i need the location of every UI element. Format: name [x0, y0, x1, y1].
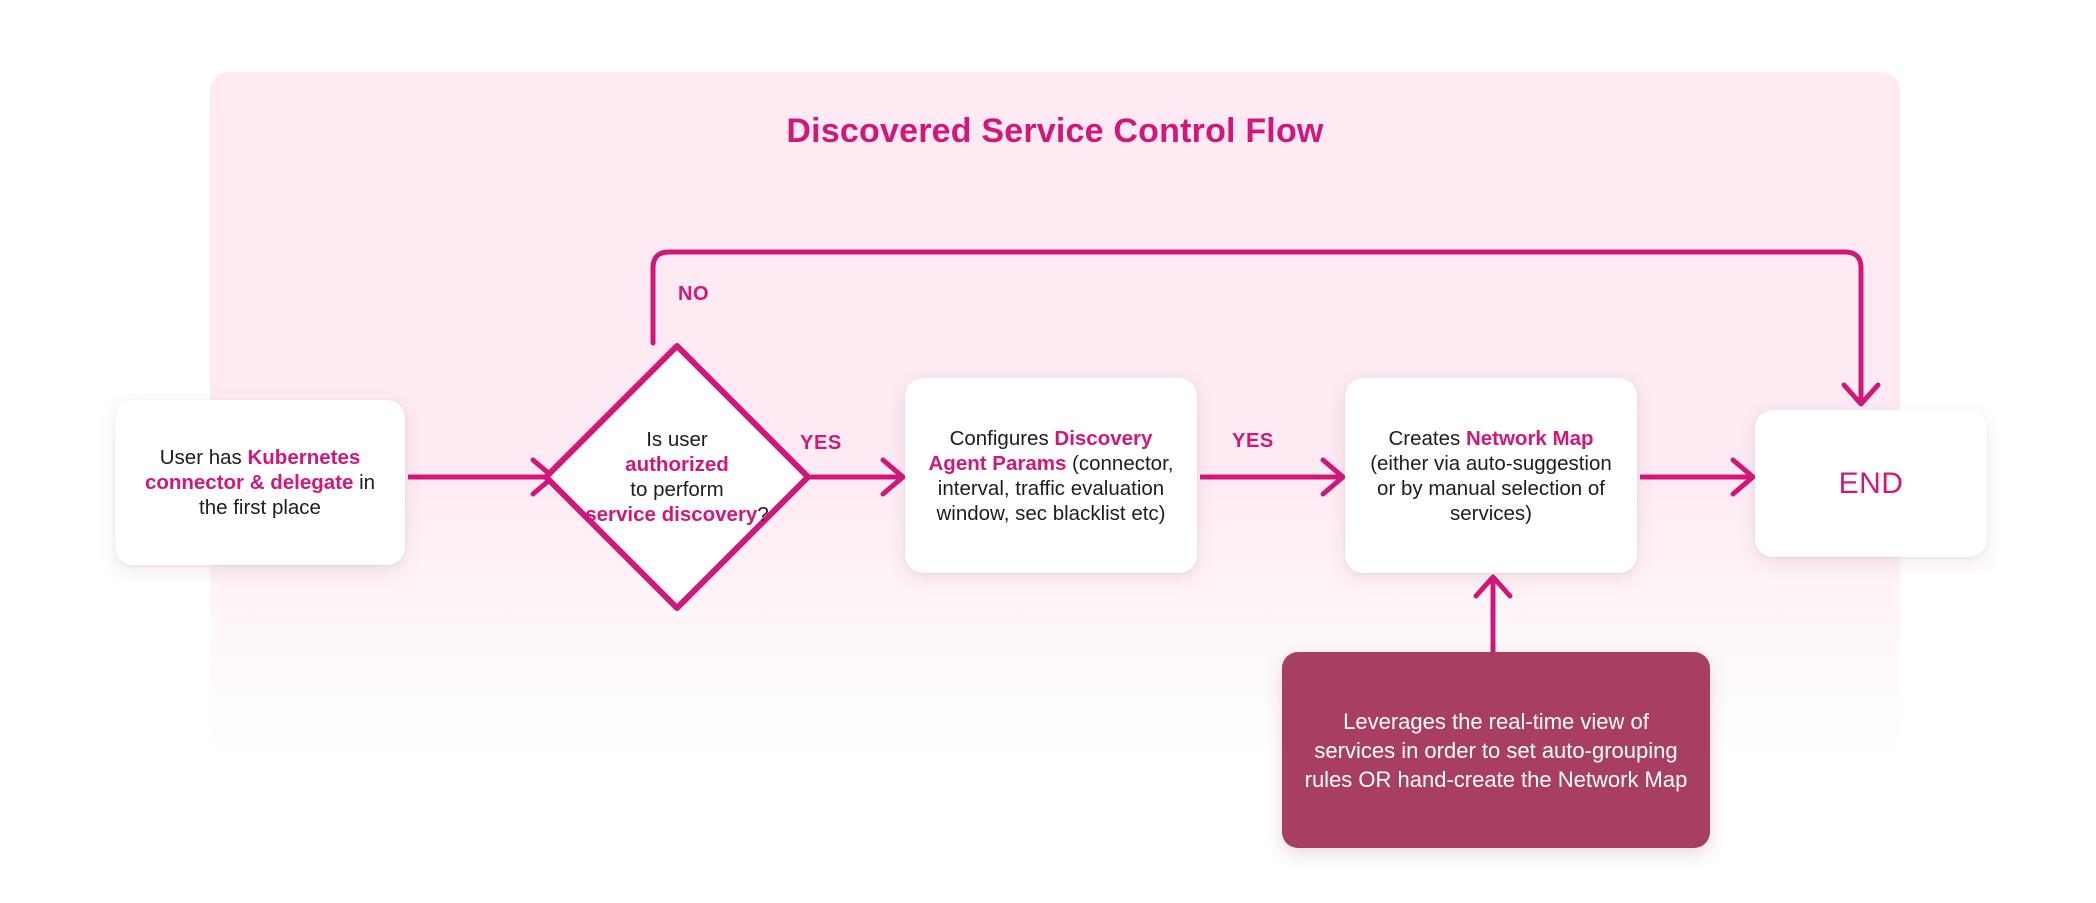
decision-diamond-shape: [543, 343, 811, 611]
node-start[interactable]: User has Kubernetes connector & delegate…: [115, 400, 405, 565]
node-note-text: Leverages the real-time view of services…: [1304, 708, 1688, 792]
node-map-text-highlight: Network Map: [1465, 426, 1594, 450]
node-map-text-part-3: (either via auto-suggestion or by manual…: [1370, 451, 1612, 525]
node-end-label: END: [1838, 466, 1904, 500]
node-start-text: User has Kubernetes connector & delegate…: [115, 445, 405, 520]
node-config-text: Configures Discovery Agent Params (conne…: [905, 426, 1197, 526]
node-decision-line-3: to perform: [630, 478, 724, 501]
node-map-text: Creates Network Map (either via auto-sug…: [1345, 426, 1637, 526]
node-start-text-part-3: in the first place: [199, 471, 376, 519]
node-decision-line-4: service discovery: [585, 503, 758, 526]
node-create-network-map[interactable]: Creates Network Map (either via auto-sug…: [1345, 378, 1637, 573]
node-end[interactable]: END: [1755, 410, 1987, 557]
node-note-leverages-realtime-view[interactable]: Leverages the real-time view of services…: [1282, 652, 1710, 848]
diagram-title: Discovered Service Control Flow: [786, 112, 1324, 150]
node-decision-line-1: Is user: [646, 428, 708, 451]
node-decision-line-2: authorized: [625, 453, 729, 476]
edge-label-yes-1: YES: [800, 432, 842, 454]
node-config-text-part-3: (connector, interval, traffic evaluation…: [936, 451, 1174, 525]
edge-label-no: NO: [678, 283, 710, 305]
node-start-text-highlight: Kubernetes connector & delegate: [144, 446, 361, 494]
node-decision-line-5: ?: [757, 503, 769, 526]
node-map-text-part-1: Creates: [1388, 426, 1466, 450]
node-decision-text: Is user authorized to perform service di…: [570, 427, 784, 527]
node-configure-discovery-agent[interactable]: Configures Discovery Agent Params (conne…: [905, 378, 1197, 573]
node-decision[interactable]: Is user authorized to perform service di…: [540, 340, 814, 614]
node-config-text-part-1: Configures: [949, 426, 1055, 450]
node-start-text-part-1: User has: [159, 446, 248, 469]
edge-label-yes-2: YES: [1232, 430, 1274, 452]
node-config-text-highlight: Discovery Agent Params: [928, 426, 1153, 475]
